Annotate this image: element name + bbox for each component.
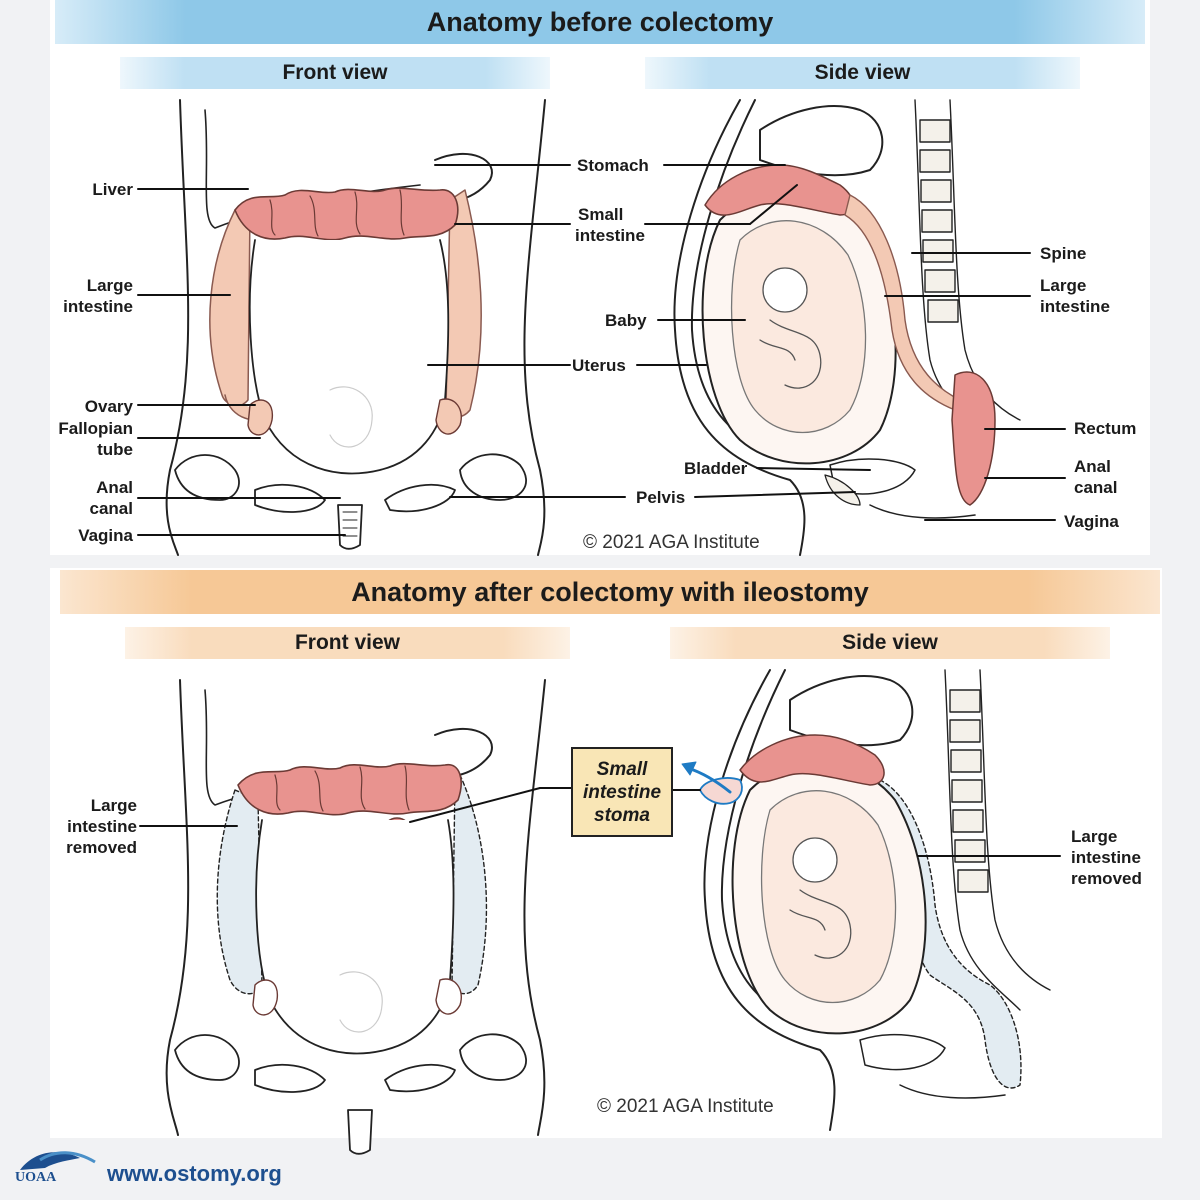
label-bladder: Bladder — [684, 459, 748, 478]
label-side-removed-line2: intestine — [1071, 848, 1141, 867]
label-rectum: Rectum — [1074, 419, 1137, 438]
label-ovary: Ovary — [84, 397, 133, 416]
label-uterus: Uterus — [572, 356, 626, 375]
before-title: Anatomy before colectomy — [55, 0, 1145, 44]
stoma-callout: Small intestine stoma — [571, 747, 673, 837]
label-side-large-intestine-line2: intestine — [1040, 297, 1110, 316]
website-link[interactable]: www.ostomy.org — [107, 1161, 282, 1186]
stoma-label-line1: Small — [596, 758, 648, 780]
before-front-large-intestine — [209, 209, 251, 407]
top-copyright: © 2021 AGA Institute — [583, 532, 760, 553]
label-removed-line1: Large — [90, 796, 137, 815]
after-side-view-title: Side view — [670, 627, 1110, 659]
stoma-label-line2: intestine — [582, 781, 662, 803]
after-title: Anatomy after colectomy with ileostomy — [60, 570, 1160, 614]
label-anal-canal-line1: Anal — [96, 478, 133, 497]
before-front-small-intestine — [234, 187, 459, 241]
before-side-baby — [759, 267, 822, 389]
label-small-intestine-line1: Small — [578, 205, 624, 224]
after-front-pelvis — [174, 1033, 527, 1155]
after-side-body — [703, 669, 1051, 1131]
label-liver: Liver — [92, 180, 133, 199]
before-side-view-title: Side view — [645, 57, 1080, 89]
after-front-small-intestine — [237, 762, 462, 816]
after-front-view-title: Front view — [125, 627, 570, 659]
label-baby: Baby — [605, 311, 647, 330]
before-front-view-title: Front view — [120, 57, 550, 89]
before-side-bladder — [829, 458, 916, 495]
label-small-intestine-line2: intestine — [575, 226, 645, 245]
label-side-anal-canal-line1: Anal — [1074, 457, 1111, 476]
before-side-body — [673, 99, 1021, 556]
label-side-large-intestine-line1: Large — [1040, 276, 1087, 295]
label-pelvis: Pelvis — [636, 488, 686, 507]
label-fallopian-line1: Fallopian — [58, 419, 133, 438]
label-large-intestine-line1: Large — [86, 276, 133, 295]
label-spine: Spine — [1040, 244, 1087, 263]
before-side-rectum — [951, 371, 996, 506]
uoaa-logo-text: UOAA — [15, 1170, 57, 1185]
label-large-intestine-line2: intestine — [63, 297, 133, 316]
label-fallopian-line2: tube — [97, 440, 133, 459]
before-front-pelvis — [174, 453, 527, 550]
label-side-removed-line1: Large — [1071, 827, 1118, 846]
label-removed-line2: intestine — [67, 817, 137, 836]
after-side-small-intestine — [739, 734, 885, 786]
stoma-label-line3: stoma — [594, 804, 650, 826]
before-front-uterus — [248, 239, 450, 475]
leader-lines — [137, 164, 1066, 857]
bottom-copyright: © 2021 AGA Institute — [597, 1096, 774, 1117]
label-anal-canal-line2: canal — [89, 499, 133, 518]
after-side-spine — [944, 669, 1051, 1011]
label-stomach: Stomach — [577, 156, 649, 175]
after-front-uterus — [255, 819, 455, 1055]
label-side-vagina: Vagina — [1064, 512, 1119, 531]
before-side-spine — [914, 99, 1021, 441]
label-side-anal-canal-line2: canal — [1074, 478, 1118, 497]
after-side-baby — [789, 837, 852, 959]
label-vagina: Vagina — [78, 526, 133, 545]
label-side-removed-line3: removed — [1071, 869, 1142, 888]
label-removed-line3: removed — [66, 838, 137, 857]
